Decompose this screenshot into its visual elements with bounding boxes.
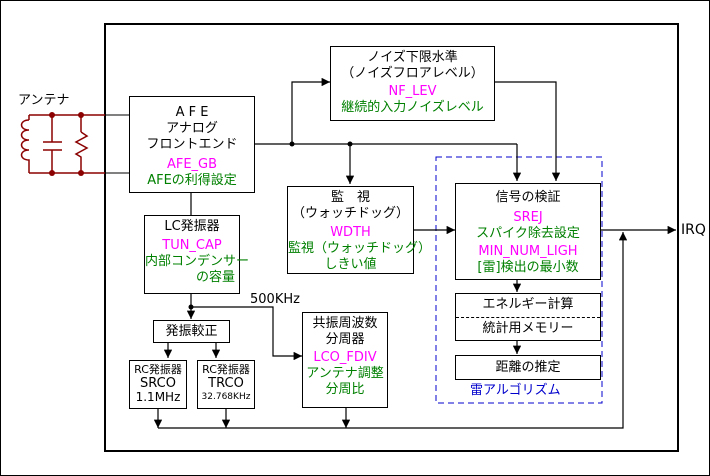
watchdog-desc1: 監視（ウォッチドッグ） (288, 241, 432, 256)
watchdog-title: 監 視 (330, 190, 370, 205)
signal-title: 信号の検証 (495, 190, 561, 205)
lightning-algorithm-label: 雷アルゴリズム (470, 383, 561, 398)
srco-title: RC発振器 (134, 363, 182, 376)
signal-validation-block[interactable]: 信号の検証 SREJ スパイク除去設定 MIN_NUM_LIGH [雷]検出の最… (455, 183, 601, 280)
divider-desc2: 分周比 (325, 382, 365, 397)
noise-title: ノイズ下限水準 (367, 50, 458, 65)
watchdog-register: WDTH (330, 225, 371, 240)
lc-desc2: の容量 (195, 270, 235, 285)
signal-desc1: スパイク除去設定 (476, 226, 580, 241)
trco-name: TRCO (208, 376, 244, 391)
watchdog-block[interactable]: 監 視 （ウォッチドッグ） WDTH 監視（ウォッチドッグ） しきい値 (287, 186, 432, 274)
resistor-icon (74, 131, 89, 173)
lc-desc1: 内部コンデンサー (145, 254, 250, 269)
srco-block[interactable]: RC発振器 SRCO 1.1MHz (129, 360, 187, 409)
antenna-circuit (20, 114, 105, 174)
distance-estimation-block[interactable]: 距離の推定 (455, 355, 601, 380)
frequency-divider-block[interactable]: 共振周波数 分周器 LCO_FDIV アンテナ調整 分周比 (302, 312, 388, 408)
trco-title: RC発振器 (202, 363, 250, 376)
calibration-block[interactable]: 発振較正 (153, 320, 230, 343)
noise-floor-block[interactable]: ノイズ下限水準 （ノイズフロアレベル） NF_LEV 継続的入力ノイズレベル (330, 46, 495, 121)
afe-desc: AFEの利得設定 (147, 173, 237, 188)
freq-label: 500KHz (250, 292, 300, 307)
lc-title: LC発振器 (164, 219, 220, 234)
calibration-title: 発振較正 (165, 324, 218, 339)
divider-title1: 共振周波数 (312, 316, 378, 331)
signal-desc2: [雷]検出の最小数 (477, 260, 579, 275)
afe-register: AFE_GB (166, 157, 218, 172)
noise-subtitle: （ノイズフロアレベル） (341, 66, 484, 81)
noise-desc: 継続的入力ノイズレベル (341, 100, 484, 115)
afe-block[interactable]: A F E アナログ フロントエンド AFE_GB AFEの利得設定 (129, 96, 255, 193)
afe-line1: アナログ (166, 121, 218, 136)
srco-freq: 1.1MHz (135, 390, 181, 404)
antenna-label: アンテナ (18, 93, 70, 108)
energy-calc-block[interactable]: エネルギー計算 統計用メモリー (455, 293, 601, 341)
irq-label: IRQ (681, 222, 706, 238)
watchdog-desc2: しきい値 (324, 257, 377, 272)
afe-title: A F E (175, 105, 209, 120)
afe-line2: フロントエンド (146, 137, 238, 152)
divider-title2: 分周器 (325, 332, 365, 347)
energy-line2: 統計用メモリー (482, 321, 574, 336)
distance-title: 距離の推定 (495, 360, 561, 375)
divider-register: LCO_FDIV (313, 350, 377, 365)
trco-freq: 32.768KHz (201, 392, 251, 402)
chip-boundary (104, 23, 679, 452)
divider-desc1: アンテナ調整 (306, 366, 384, 381)
lc-register: TUN_CAP (162, 238, 222, 253)
inductor-icon (20, 119, 30, 173)
srco-name: SRCO (140, 376, 176, 391)
signal-register2: MIN_NUM_LIGH (478, 244, 578, 259)
watchdog-subtitle: （ウォッチドッグ） (291, 206, 409, 221)
lightning-algorithm-region (435, 156, 603, 404)
energy-line1: エネルギー計算 (456, 294, 600, 318)
lc-oscillator-block[interactable]: LC発振器 TUN_CAP 内部コンデンサー の容量 (144, 215, 250, 294)
noise-register: NF_LEV (388, 84, 437, 99)
trco-block[interactable]: RC発振器 TRCO 32.768KHz (197, 360, 255, 409)
signal-register1: SREJ (513, 210, 543, 225)
